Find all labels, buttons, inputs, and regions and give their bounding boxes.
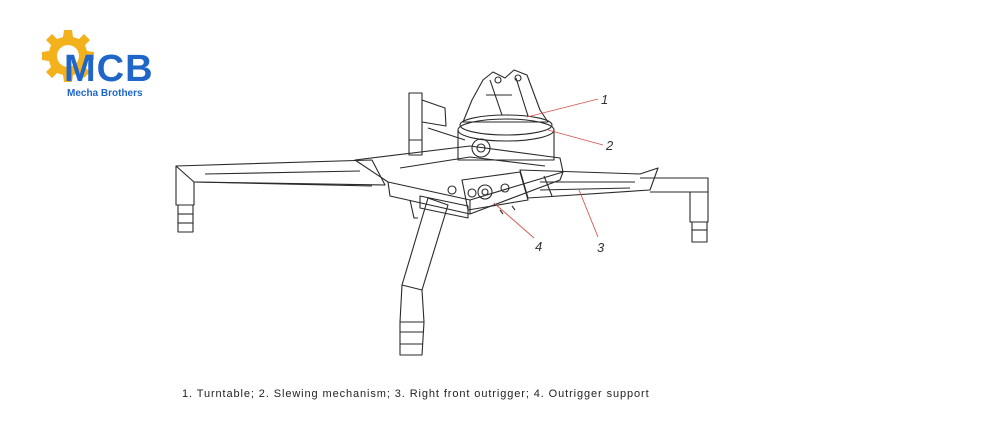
front-outrigger	[399, 197, 449, 356]
turntable	[462, 69, 549, 123]
rear-post	[408, 92, 466, 156]
callout-3: 3	[597, 240, 605, 255]
gear-icon	[42, 30, 94, 82]
diagram-caption: 1. Turntable; 2. Slewing mechanism; 3. R…	[182, 388, 650, 400]
callout-4: 4	[535, 239, 542, 254]
left-outrigger	[175, 159, 386, 233]
mcb-logo: MCB Mecha Brothers	[34, 24, 164, 102]
logo-letters: MCB	[64, 48, 154, 90]
leader-2	[547, 129, 604, 146]
logo-tagline: Mecha Brothers	[67, 88, 143, 99]
leader-lines	[493, 98, 604, 239]
leader-3	[578, 189, 599, 238]
central-frame	[354, 145, 564, 215]
callout-1: 1	[601, 92, 608, 107]
slewing-mechanism	[457, 114, 555, 161]
callout-2: 2	[605, 138, 614, 153]
right-front-outrigger	[519, 167, 709, 243]
leader-4	[493, 202, 535, 239]
leader-1	[526, 98, 599, 118]
outrigger-support	[419, 171, 529, 219]
